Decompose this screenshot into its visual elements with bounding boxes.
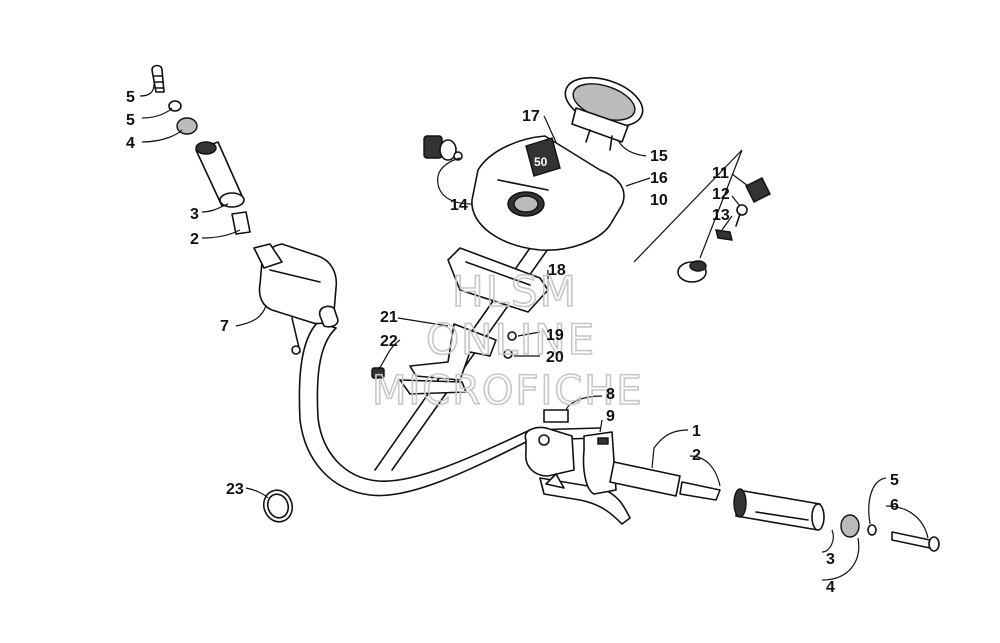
- watermark: HLSM ONLINE MICROFICHE: [371, 266, 644, 415]
- right-washer: [867, 524, 877, 536]
- callout-3-right: 3: [826, 551, 835, 568]
- callout-19: 19: [546, 327, 564, 344]
- callout-4-left: 4: [126, 135, 135, 152]
- left-bar-stub: [253, 243, 283, 269]
- watermark-line-1: HLSM: [452, 267, 578, 316]
- callout-18: 18: [548, 262, 566, 279]
- brake-lever-assembly: [524, 426, 631, 525]
- cable-clamp: [262, 489, 294, 523]
- nut: [371, 367, 385, 379]
- right-bar-tube: [609, 461, 681, 497]
- callout-11: 11: [712, 165, 729, 182]
- callout-7: 7: [220, 318, 229, 335]
- right-bar-end: [840, 514, 860, 538]
- callout-15: 15: [650, 148, 668, 165]
- callout-3-left: 3: [190, 206, 199, 223]
- left-bolt: [151, 64, 165, 93]
- instrument-pod: 50: [471, 135, 625, 251]
- right-grip: [733, 488, 825, 531]
- bracket: [399, 323, 517, 395]
- left-grip: [195, 141, 245, 208]
- callout-5-right: 5: [890, 472, 899, 489]
- right-grip-sleeve: [679, 481, 721, 501]
- callouts: 5 5 4 3 2 7 14 17 15 16 10 11 12 13 18 2…: [126, 89, 899, 596]
- callout-12: 12: [712, 186, 730, 203]
- callout-16: 16: [650, 170, 668, 187]
- watermark-line-3: MICROFICHE: [372, 368, 644, 414]
- leader-lines: [139, 83, 929, 581]
- callout-5-left: 5: [126, 112, 135, 129]
- callout-20: 20: [546, 349, 564, 366]
- callout-23: 23: [226, 481, 244, 498]
- callout-22: 22: [380, 333, 398, 350]
- callout-6-right: 6: [890, 497, 899, 514]
- label-decal: [543, 409, 569, 423]
- callout-1: 1: [692, 423, 701, 440]
- callout-21: 21: [380, 309, 398, 326]
- left-grip-sleeve: [231, 211, 251, 235]
- right-switch: [582, 431, 617, 495]
- callout-14: 14: [450, 197, 468, 214]
- speedometer: [564, 76, 644, 151]
- callout-10: 10: [650, 192, 668, 209]
- watermark-line-2: ONLINE: [426, 315, 596, 364]
- callout-6-left: 5: [126, 89, 135, 106]
- callout-17: 17: [522, 108, 540, 125]
- right-bolt: [891, 531, 940, 552]
- callout-2-right: 2: [692, 447, 701, 464]
- callout-9: 9: [606, 408, 615, 425]
- indicator-socket: [423, 135, 463, 161]
- callout-13: 13: [712, 207, 730, 224]
- callout-8: 8: [606, 386, 615, 403]
- callout-4-right: 4: [826, 579, 835, 596]
- decal-text: 50: [534, 155, 548, 169]
- callout-2-left: 2: [190, 231, 199, 248]
- key-switch-group: [633, 149, 771, 283]
